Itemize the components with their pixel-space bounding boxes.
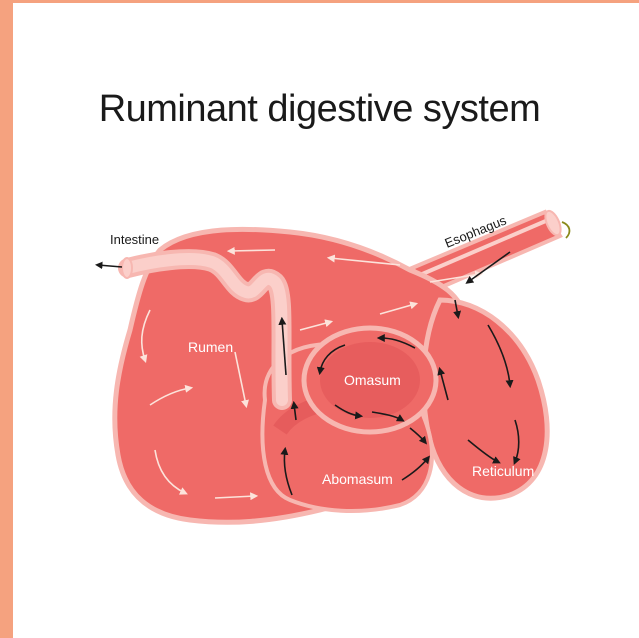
label-rumen: Rumen bbox=[188, 339, 233, 355]
label-reticulum: Reticulum bbox=[472, 463, 534, 479]
label-intestine: Intestine bbox=[110, 232, 159, 247]
label-abomasum: Abomasum bbox=[322, 471, 393, 487]
label-omasum: Omasum bbox=[344, 372, 401, 388]
swallow-arrow-icon bbox=[562, 222, 569, 238]
